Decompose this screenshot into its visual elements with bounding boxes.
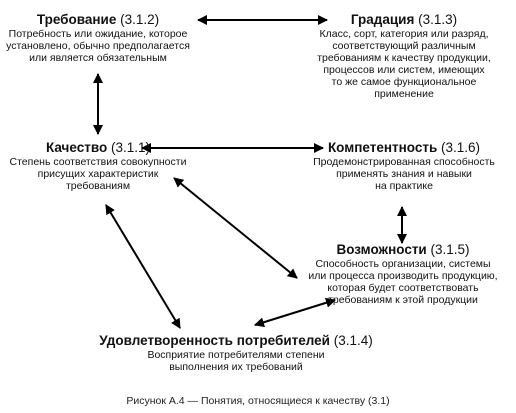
- definition-line: Класс, сорт, категория или разряд,: [319, 28, 489, 40]
- definition-line: Способность организации, системы: [315, 258, 491, 270]
- definition-line: установлено, обычно предполагается: [6, 40, 190, 52]
- term-definition: Восприятие потребителями степени выполне…: [96, 349, 376, 373]
- term-code: (3.1.3): [418, 12, 458, 27]
- term-definition: Потребность или ожидание, которое устано…: [0, 28, 196, 64]
- arrow-quality-satisfaction: [105, 204, 181, 329]
- term-code: (3.1.1): [110, 140, 151, 155]
- term-definition: Способность организации, системы или про…: [296, 258, 510, 306]
- term-code: (3.1.4): [333, 333, 373, 348]
- definition-line: требованиям к качеству продукции,: [317, 52, 491, 64]
- definition-line: или является обязательным: [29, 52, 167, 64]
- definition-line: или процесса производить продукцию,: [308, 270, 498, 282]
- definition-line: Восприятие потребителями степени: [147, 349, 325, 361]
- term-label: Требование: [36, 12, 117, 27]
- node-title: Градация (3.1.3): [300, 12, 508, 28]
- term-code: (3.1.2): [120, 12, 160, 27]
- definition-line: требованиям к этой продукции: [328, 294, 478, 306]
- definition-line: Продемонстрированная способность: [313, 156, 495, 168]
- term-label: Компетентность: [327, 140, 438, 155]
- node-title: Компетентность (3.1.6): [300, 140, 508, 156]
- term-code: (3.1.6): [441, 140, 481, 155]
- definition-line: применять знания и навыки: [336, 168, 472, 180]
- definition-line: Потребность или ожидание, которое: [8, 28, 188, 40]
- definition-line: Степень соответствия совокупности: [9, 156, 187, 168]
- node-title: Возможности (3.1.5): [296, 242, 510, 258]
- definition-line: выполнения их требований: [169, 361, 303, 373]
- term-definition: Класс, сорт, категория или разряд, соотв…: [300, 28, 508, 100]
- definition-line: которая будет соответствовать: [327, 282, 479, 294]
- definition-line: на практике: [375, 180, 433, 192]
- definition-line: присущих характеристик: [37, 168, 159, 180]
- arrow-quality-capability: [173, 177, 298, 279]
- node-quality: Качество (3.1.1) Степень соответствия со…: [0, 140, 196, 192]
- node-grade: Градация (3.1.3) Класс, сорт, категория …: [300, 12, 508, 100]
- definition-line: то же самое функциональное: [331, 76, 477, 88]
- term-label: Качество: [45, 140, 108, 155]
- definition-line: требованиям: [65, 180, 131, 192]
- definition-line: процессов или систем, имеющих: [323, 64, 485, 76]
- node-title: Требование (3.1.2): [0, 12, 196, 28]
- node-capability: Возможности (3.1.5) Способность организа…: [296, 242, 510, 306]
- definition-line: применение: [374, 88, 434, 100]
- term-label: Удовлетворенность потребителей: [99, 333, 330, 348]
- term-definition: Степень соответствия совокупности присущ…: [0, 156, 196, 192]
- figure-caption: Рисунок А.4 — Понятия, относящиеся к кач…: [126, 395, 390, 407]
- node-competence: Компетентность (3.1.6) Продемонстрирован…: [300, 140, 508, 192]
- term-definition: Продемонстрированная способность применя…: [300, 156, 508, 192]
- term-label: Градация: [350, 12, 415, 27]
- arrow-capability-satisfaction: [254, 297, 336, 328]
- definition-line: соответствующий различным: [332, 40, 476, 52]
- node-satisfaction: Удовлетворенность потребителей (3.1.4) В…: [96, 333, 376, 373]
- term-label: Возможности: [336, 242, 427, 257]
- node-title: Удовлетворенность потребителей (3.1.4): [96, 333, 376, 349]
- term-code: (3.1.5): [430, 242, 470, 257]
- node-requirement: Требование (3.1.2) Потребность или ожида…: [0, 12, 196, 64]
- node-title: Качество (3.1.1): [0, 140, 196, 156]
